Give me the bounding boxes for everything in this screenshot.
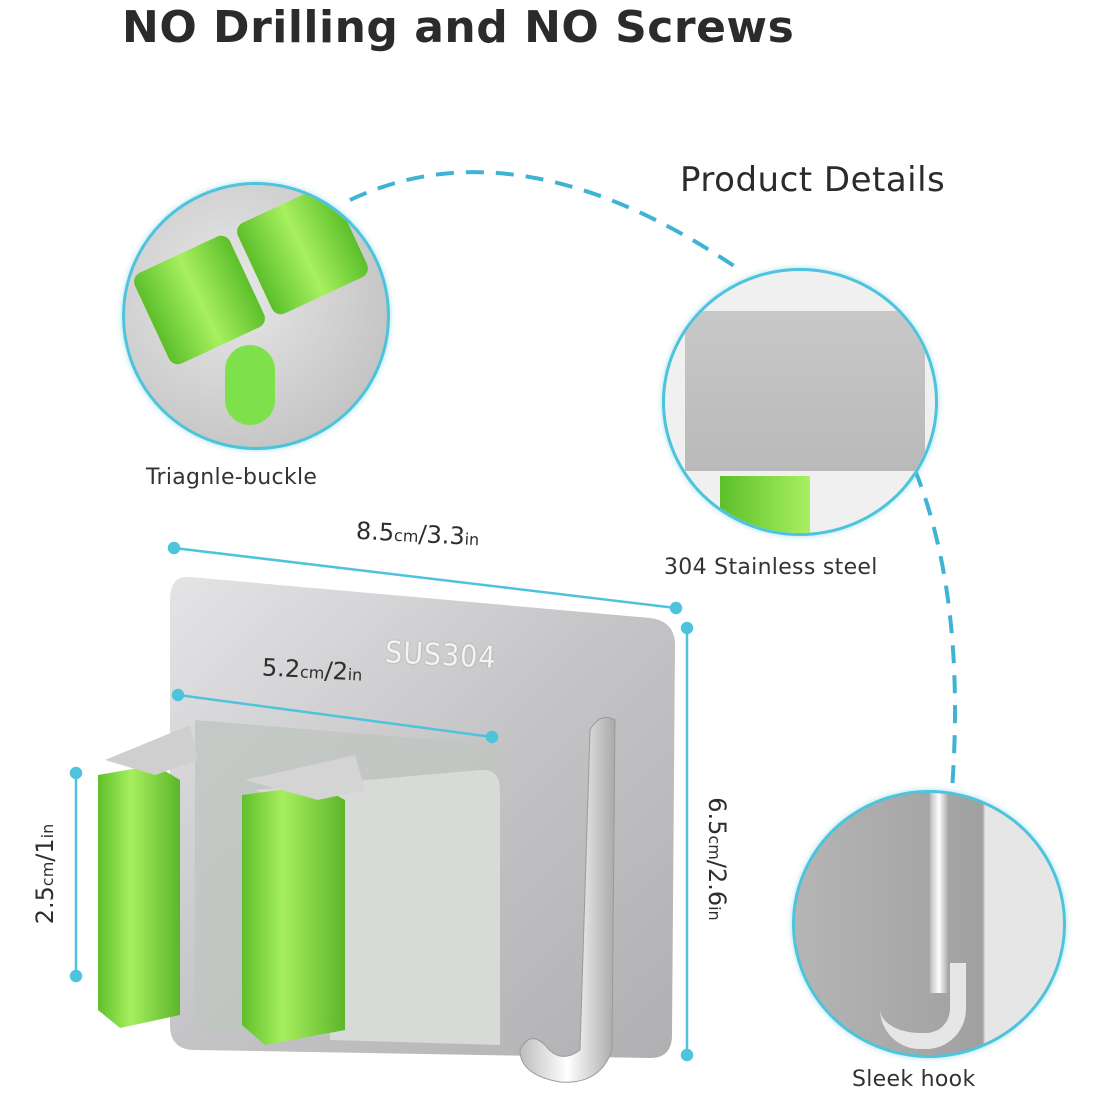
dim-unit: in (38, 823, 57, 839)
dimension-inner-width: 5.2cm/2in (261, 653, 363, 686)
detail-label-triangle-buckle: Triagnle-buckle (146, 465, 318, 490)
dim-value: 6.5 (703, 797, 731, 836)
dim-unit: cm (38, 861, 57, 887)
dim-unit: in (705, 906, 724, 921)
engraving-text: SUS304 (384, 635, 498, 676)
dimension-clip-height: 2.5cm/1in (31, 799, 59, 949)
dim-unit: cm (393, 525, 419, 547)
dim-value: 8.5 (355, 516, 395, 547)
page-title: NO Drilling and NO Screws (122, 2, 795, 53)
dim-value: 2 (331, 657, 349, 686)
dim-value: 1 (31, 838, 59, 854)
dim-sep: / (31, 853, 59, 862)
detail-label-stainless-steel: 304 Stainless steel (664, 555, 878, 580)
dimension-height: 6.5cm/2.6in (703, 764, 731, 954)
product-illustration (98, 576, 675, 1083)
section-title: Product Details (680, 160, 946, 200)
dim-unit: cm (299, 662, 325, 683)
dim-unit: cm (705, 835, 724, 860)
triangle-buckle-closeup-icon (122, 182, 390, 450)
dim-sep: / (703, 859, 731, 868)
dim-value: 2.6 (703, 867, 731, 907)
dim-unit: in (464, 529, 480, 550)
dim-value: 5.2 (261, 653, 301, 684)
dim-value: 2.5 (31, 886, 59, 925)
detail-label-sleek-hook: Sleek hook (852, 1067, 976, 1092)
hook-closeup-icon (792, 790, 1066, 1058)
stainless-plate-closeup-icon (662, 268, 938, 536)
dim-value: 3.3 (425, 520, 466, 551)
dim-unit: in (347, 664, 363, 685)
